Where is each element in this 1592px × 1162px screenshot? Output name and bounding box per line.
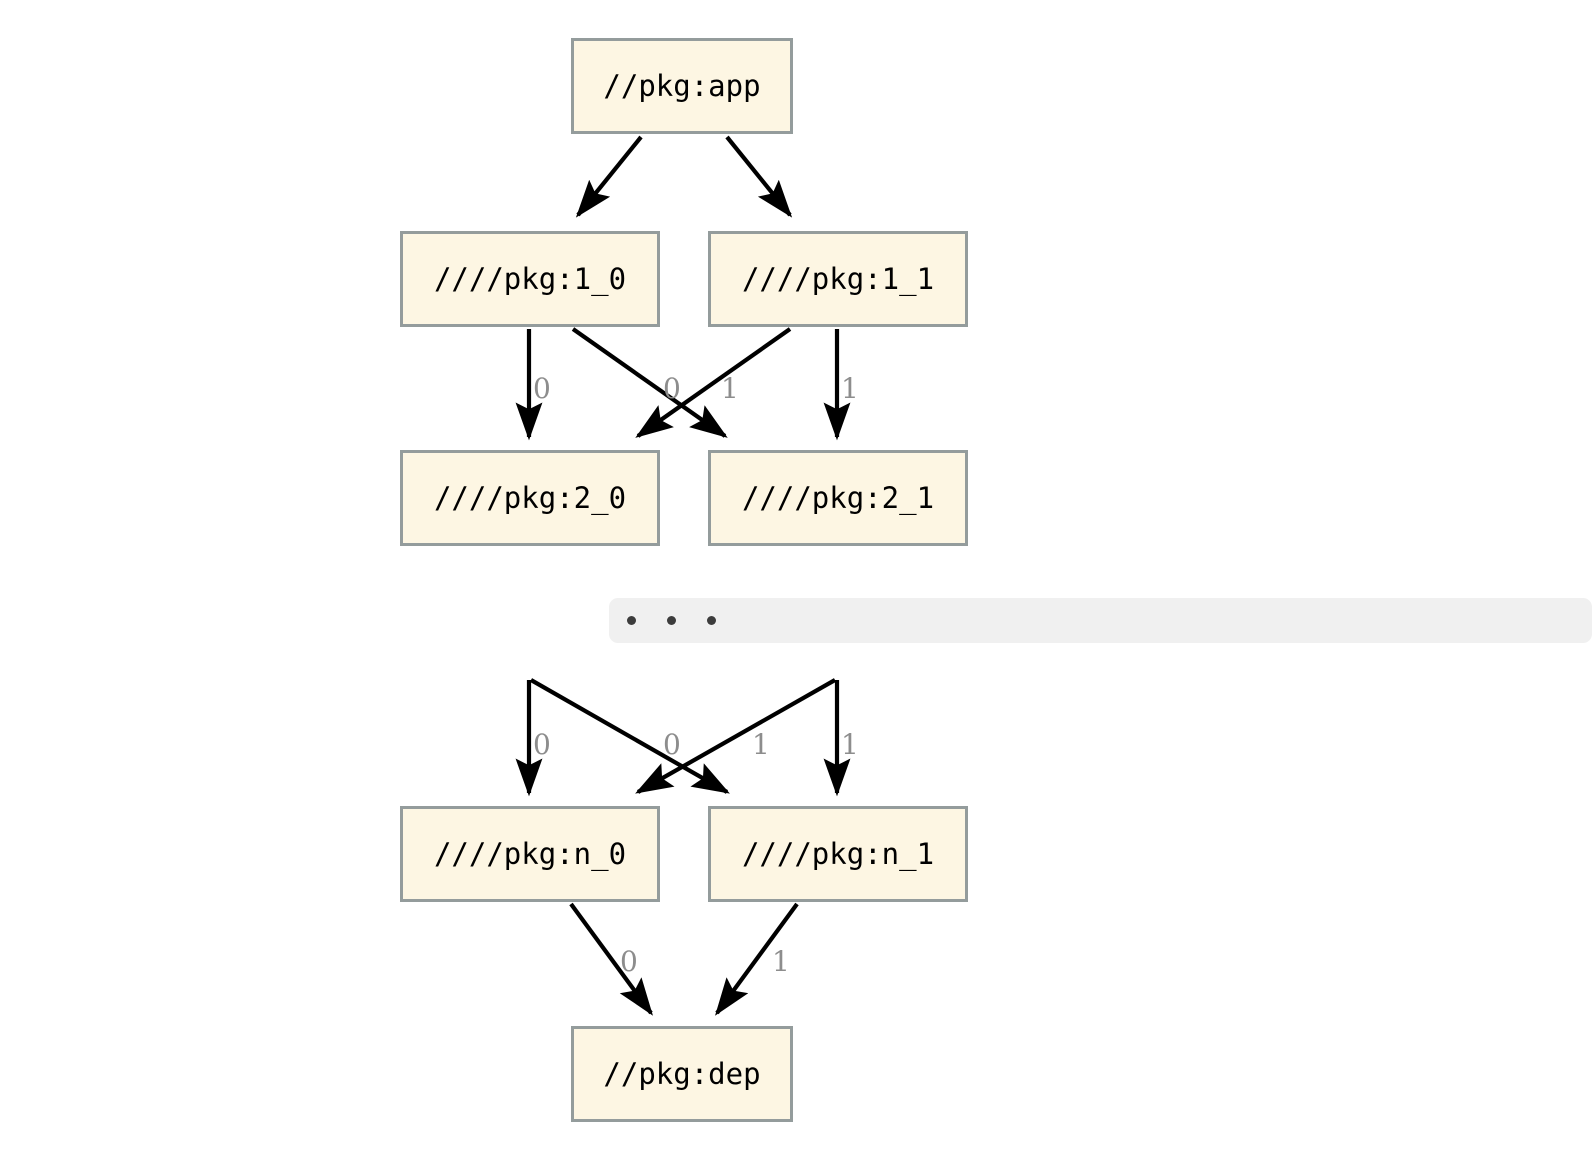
node-label-dep: //pkg:dep <box>603 1056 761 1091</box>
edge-n_1-to-dep <box>715 902 799 1016</box>
edge-label-truncated-n_1-cross: 1 <box>752 728 770 761</box>
node-pkg-2_1[interactable]: ////pkg:2_1 <box>708 450 968 546</box>
ellipsis-icon <box>627 616 747 625</box>
edge-1_0-to-2_1 <box>571 327 728 438</box>
truncation-band <box>609 598 1592 643</box>
edge-app-to-1_0 <box>575 135 643 218</box>
node-pkg-1_0[interactable]: ////pkg:1_0 <box>400 231 660 327</box>
edge-label-truncated-n_0-cross: 0 <box>663 728 681 761</box>
edge-truncated-cross-to-n_0 <box>635 678 837 794</box>
edge-app-to-1_1 <box>725 135 793 218</box>
ellipsis-dot-3 <box>707 616 716 625</box>
edge-label-1_1-2_1: 1 <box>841 372 859 405</box>
edge-label-truncated-n_0: 0 <box>533 728 551 761</box>
ellipsis-dot-2 <box>667 616 676 625</box>
ellipsis-dot-1 <box>627 616 636 625</box>
edge-1_1-to-2_0 <box>635 327 792 438</box>
node-label-pkg-2_1: ////pkg:2_1 <box>741 480 935 515</box>
node-label-pkg-1_1: ////pkg:1_1 <box>741 261 935 296</box>
edge-label-1_0-2_0: 0 <box>533 372 551 405</box>
edge-label-1_1-2_0: 1 <box>721 372 739 405</box>
edge-label-truncated-n_1: 1 <box>841 728 859 761</box>
edge-truncated-cross-to-n_1 <box>529 678 730 794</box>
edge-n_0-to-dep <box>569 902 653 1016</box>
node-label-pkg-n_0: ////pkg:n_0 <box>433 836 627 871</box>
edge-label-n_0-dep: 0 <box>620 945 638 978</box>
node-label-pkg-1_0: ////pkg:1_0 <box>433 261 627 296</box>
edge-label-n_1-dep: 1 <box>772 945 790 978</box>
node-pkg-1_1[interactable]: ////pkg:1_1 <box>708 231 968 327</box>
node-label-pkg-n_1: ////pkg:n_1 <box>741 836 935 871</box>
node-pkg-n_1[interactable]: ////pkg:n_1 <box>708 806 968 902</box>
node-app[interactable]: //pkg:app <box>571 38 793 134</box>
edge-label-1_0-2_1: 0 <box>663 372 681 405</box>
node-pkg-2_0[interactable]: ////pkg:2_0 <box>400 450 660 546</box>
node-dep[interactable]: //pkg:dep <box>571 1026 793 1122</box>
node-pkg-n_0[interactable]: ////pkg:n_0 <box>400 806 660 902</box>
node-label-pkg-2_0: ////pkg:2_0 <box>433 480 627 515</box>
node-label-app: //pkg:app <box>603 68 761 103</box>
